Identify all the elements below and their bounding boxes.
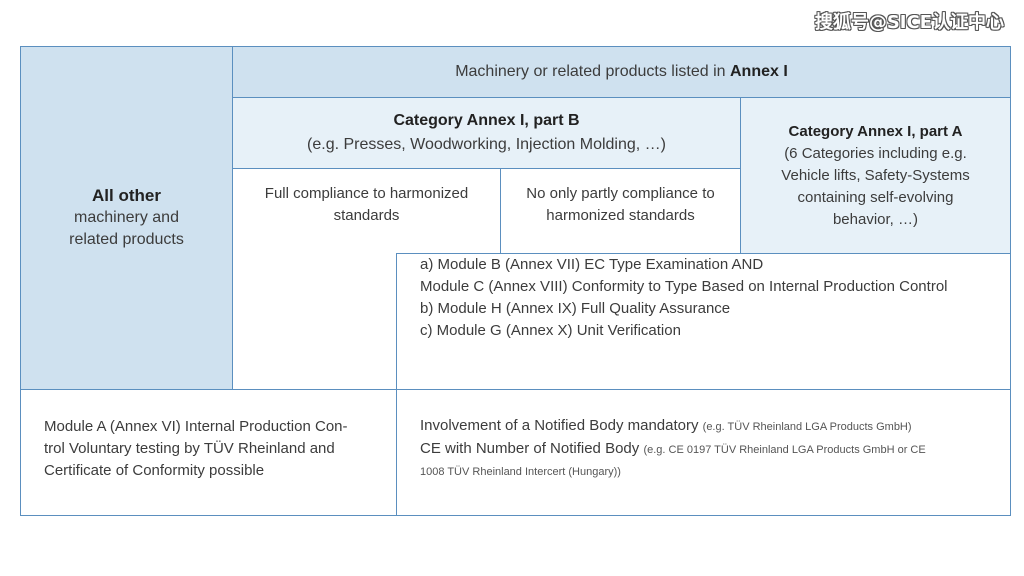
modules-line2: Module C (Annex VIII) Conformity to Type…: [420, 278, 948, 295]
notified-line2-example: (e.g. CE 0197 TÜV Rheinland LGA Products…: [643, 443, 926, 456]
category-a-line4: behavior, …): [832, 210, 919, 228]
notified-line1-example: (e.g. TÜV Rheinland LGA Products GmbH): [702, 420, 912, 433]
category-a-line1: (6 Categories including e.g.: [784, 144, 967, 162]
module-a-line1: Module A (Annex VI) Internal Production …: [44, 417, 348, 435]
category-b-cell: Category Annex I, part B (e.g. Presses, …: [232, 97, 741, 169]
notified-line1-row: Involvement of a Notified Body mandatory…: [420, 415, 912, 438]
notified-body-cell: Involvement of a Notified Body mandatory…: [396, 389, 1011, 516]
modules-line4: c) Module G (Annex X) Unit Verification: [420, 322, 681, 339]
category-a-cell: Category Annex I, part A (6 Categories i…: [740, 97, 1011, 254]
watermark-text: 搜狐号@SICE认证中心: [814, 12, 1004, 33]
category-b-title: Category Annex I, part B: [393, 112, 580, 129]
all-other-title: All other: [92, 186, 161, 205]
notified-line2: CE with Number of Notified Body: [420, 439, 640, 457]
category-a-title: Category Annex I, part A: [788, 122, 963, 140]
notified-line3-example: 1008 TÜV Rheinland Intercert (Hungary)): [420, 465, 621, 478]
module-a-line2: trol Voluntary testing by TÜV Rheinland …: [44, 439, 335, 457]
module-a-cell: Module A (Annex VI) Internal Production …: [20, 389, 397, 516]
category-a-line3: containing self-evolving: [797, 188, 954, 206]
all-other-cell: All other machinery and related products: [20, 46, 233, 390]
partial-compliance-line1: No only partly compliance to: [526, 185, 715, 202]
all-other-line3: related products: [69, 231, 184, 248]
category-a-line2: Vehicle lifts, Safety-Systems: [781, 166, 970, 184]
annex-i-header: Machinery or related products listed in …: [232, 46, 1011, 98]
modules-cell: a) Module B (Annex VII) EC Type Examinat…: [396, 253, 1011, 390]
full-compliance-line2: standards: [333, 207, 400, 224]
notified-line1: Involvement of a Notified Body mandatory: [420, 416, 699, 434]
header-bold: Annex I: [730, 63, 788, 80]
module-a-line3: Certificate of Conformity possible: [44, 461, 265, 479]
modules-line3: b) Module H (Annex IX) Full Quality Assu…: [420, 300, 731, 317]
category-b-subtitle: (e.g. Presses, Woodworking, Injection Mo…: [307, 136, 666, 153]
header-prefix: Machinery or related products listed in: [455, 63, 730, 80]
all-other-line2: machinery and: [74, 209, 179, 226]
partial-compliance-cell: No only partly compliance to harmonized …: [500, 168, 741, 254]
notified-line2-row: CE with Number of Notified Body (e.g. CE…: [420, 438, 926, 461]
modules-line1: a) Module B (Annex VII) EC Type Examinat…: [420, 256, 764, 273]
full-compliance-line1: Full compliance to harmonized: [264, 185, 469, 202]
partial-compliance-line2: harmonized standards: [546, 207, 695, 224]
